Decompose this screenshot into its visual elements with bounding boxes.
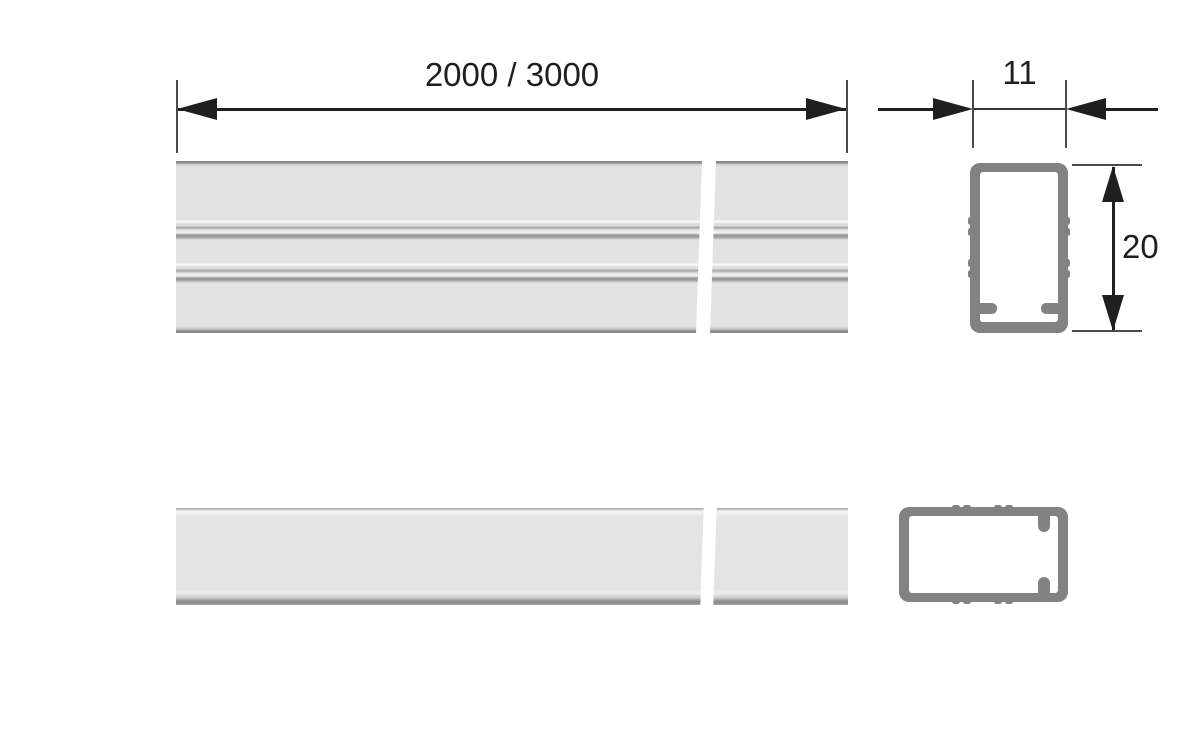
knurl-mark [968, 228, 973, 236]
knurl-mark [952, 505, 960, 510]
screw-channel-hook-top [1038, 514, 1050, 532]
knurl-mark [968, 259, 973, 267]
length-arrowhead-left-icon [177, 98, 217, 120]
knurl-mark [994, 505, 1002, 510]
knurl-mark [1065, 228, 1070, 236]
knurl-mark [1005, 599, 1013, 604]
screw-channel-hook-left [978, 303, 997, 314]
length-extension-line-right [846, 80, 848, 153]
height-dimension-label: 20 [1122, 228, 1159, 265]
profile-long-view-grooved-face [176, 161, 848, 333]
width-arrowhead-left-icon [933, 98, 973, 120]
length-arrowhead-right-icon [806, 98, 846, 120]
knurl-mark [994, 599, 1002, 604]
width-connector-line [974, 108, 1065, 110]
width-arrowhead-right-icon [1066, 98, 1106, 120]
knurl-mark [963, 505, 971, 510]
height-extension-line-bottom [1072, 330, 1142, 332]
height-arrowhead-down-icon [1102, 295, 1124, 331]
cross-section-rotated-view [899, 505, 1068, 604]
knurl-mark [1065, 217, 1070, 225]
length-dimension-label: 2000 / 3000 [424, 56, 600, 93]
knurl-mark [968, 217, 973, 225]
knurl-mark [952, 599, 960, 604]
width-arrow-tail-left [878, 108, 936, 111]
length-dimension-line [178, 108, 846, 111]
cross-section-rotated-interior [909, 516, 1058, 593]
width-arrow-tail-right [1103, 108, 1158, 111]
cross-section-end-interior [980, 172, 1058, 322]
height-arrowhead-up-icon [1102, 166, 1124, 202]
height-dimension-line [1112, 167, 1115, 330]
knurl-mark [1065, 259, 1070, 267]
knurl-mark [1065, 270, 1070, 278]
cross-section-end-view [968, 163, 1070, 333]
knurl-mark [963, 599, 971, 604]
height-extension-line-top [1072, 164, 1142, 166]
screw-channel-hook-bottom [1038, 577, 1050, 595]
screw-channel-hook-right [1041, 303, 1060, 314]
width-dimension-label: 11 [1002, 54, 1037, 91]
profile-long-view-plain-face [176, 508, 848, 605]
knurl-mark [968, 270, 973, 278]
width-extension-line-left [972, 80, 974, 148]
knurl-mark [1005, 505, 1013, 510]
